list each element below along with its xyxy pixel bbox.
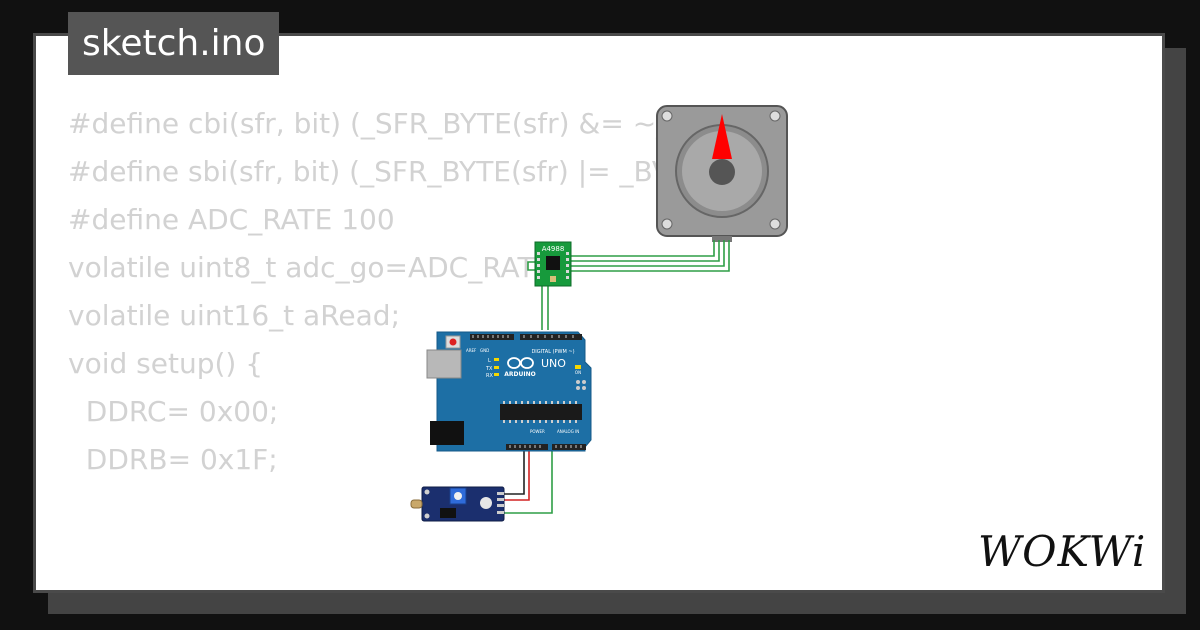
potentiometer-knob-icon <box>454 492 462 500</box>
sensor-pins <box>497 492 504 514</box>
sensor-wire-signal <box>504 450 553 514</box>
reset-button-icon <box>449 338 457 346</box>
driver-chip <box>546 256 560 270</box>
l-led-label: L <box>488 358 491 364</box>
l-led-icon <box>494 358 499 361</box>
sensor-mount-hole <box>424 513 430 519</box>
file-tab-label: sketch.ino <box>82 23 266 64</box>
light-sensor-module[interactable] <box>410 486 505 522</box>
sensor-led-icon <box>480 497 492 509</box>
bottom-header-pins <box>509 445 582 448</box>
sensor-wires <box>504 450 553 514</box>
digital-header-label: DIGITAL (PWM ~) <box>531 349 574 355</box>
gnd-label: GND <box>480 348 489 353</box>
arduino-model-label: UNO <box>541 357 566 370</box>
code-line-2: #define sbi(sfr, bit) (_SFR_BYTE(sfr) |=… <box>68 155 741 188</box>
tx-label: TX <box>485 366 493 372</box>
driver-pins <box>537 252 569 279</box>
on-led-label: ON <box>575 370 581 375</box>
motor-screw-icon <box>661 110 673 122</box>
rx-led-icon <box>494 373 499 376</box>
atmega-chip <box>500 404 582 420</box>
code-line-8: void setup() { <box>68 347 264 380</box>
stepper-motor[interactable] <box>656 105 788 242</box>
power-header-label: POWER <box>530 429 545 434</box>
motor-needle-icon <box>712 114 732 159</box>
motor-connector <box>712 236 732 242</box>
arduino-uno[interactable]: DIGITAL (PWM ~) AREF GND L TX RX ARDUINO… <box>426 331 592 452</box>
wokwi-logo-text: WOKWi <box>978 527 1146 576</box>
arduino-brand-label: ARDUINO <box>504 371 535 378</box>
driver-wires <box>527 261 549 330</box>
motor-wire <box>570 240 725 267</box>
a4988-driver[interactable]: A4988 <box>534 241 572 287</box>
atmega-chip-pins <box>503 401 577 423</box>
driver-wire <box>527 261 537 271</box>
motor-wire <box>570 240 730 272</box>
motor-wires <box>570 240 730 272</box>
icsp-header <box>576 380 586 390</box>
code-line-9: DDRC= 0x00; <box>68 395 279 428</box>
driver-potentiometer <box>550 276 556 282</box>
code-line-5: volatile uint8_t adc_go=ADC_RATE; <box>68 251 562 284</box>
analog-header-label: ANALOG IN <box>557 429 579 434</box>
code-line-6: volatile uint16_t aRead; <box>68 299 401 332</box>
motor-screw-icon <box>769 110 781 122</box>
sensor-wire-gnd <box>504 450 525 495</box>
arduino-logo-icon <box>507 357 534 369</box>
motor-screw-icon <box>769 218 781 230</box>
wokwi-logo: WOKWi <box>978 527 1146 576</box>
rx-label: RX <box>486 373 493 379</box>
bottom-headers <box>506 444 586 450</box>
file-tab[interactable]: sketch.ino <box>68 12 280 75</box>
power-jack <box>430 421 464 445</box>
usb-port <box>426 349 462 379</box>
motor-screw-icon <box>661 218 673 230</box>
aref-label: AREF <box>466 348 477 353</box>
sensor-comparator-chip <box>440 508 456 518</box>
photoresistor-icon <box>410 499 423 509</box>
sensor-wire-vcc <box>504 450 530 501</box>
driver-label: A4988 <box>542 245 565 253</box>
digital-header-pins <box>472 335 574 338</box>
on-led-icon <box>575 365 581 369</box>
motor-shaft <box>709 159 735 185</box>
motor-wire <box>570 240 715 257</box>
sensor-mount-hole <box>424 489 430 495</box>
code-line-10: DDRB= 0x1F; <box>68 443 278 476</box>
code-line-4: #define ADC_RATE 100 <box>68 203 395 236</box>
tx-led-icon <box>494 366 499 369</box>
motor-wire <box>570 240 720 262</box>
